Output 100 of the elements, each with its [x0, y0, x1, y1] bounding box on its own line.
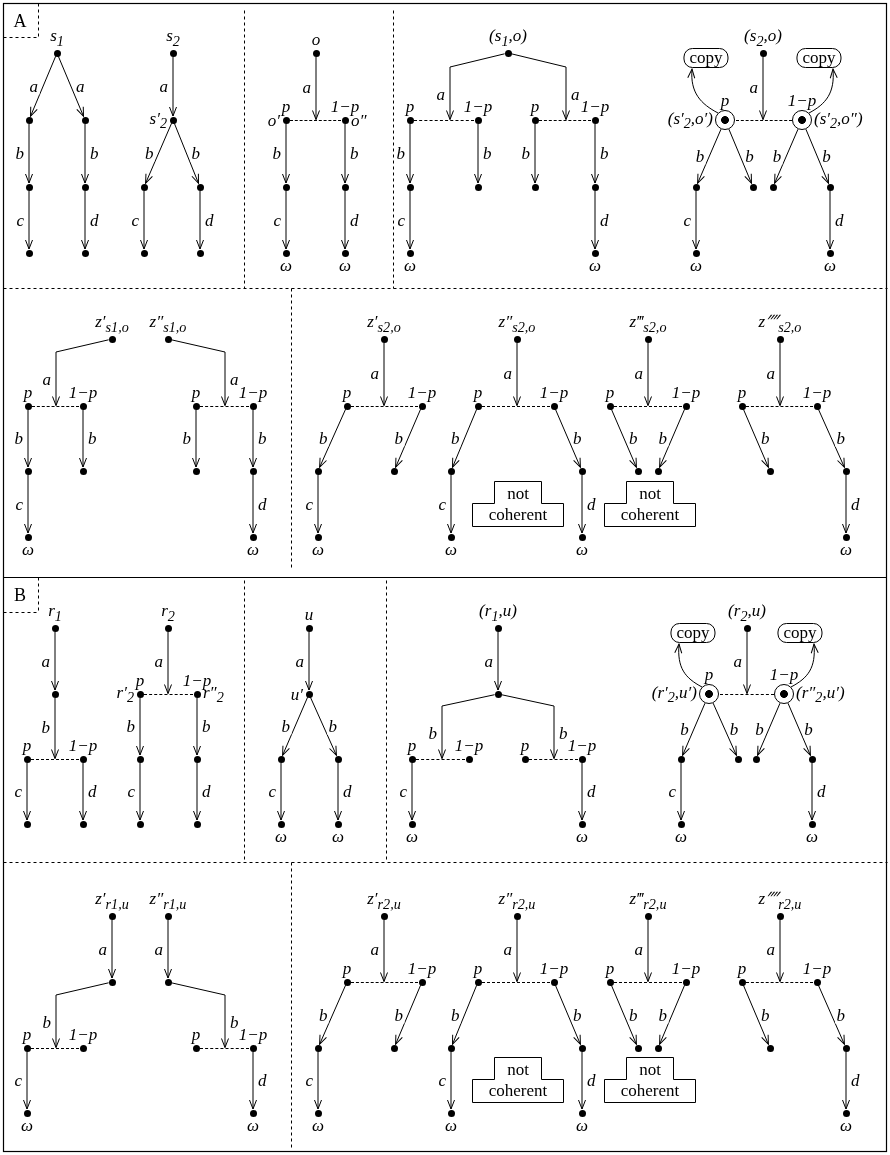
state-dot: [634, 1044, 642, 1052]
arrow: [808, 68, 838, 114]
arrow: [774, 128, 799, 184]
panel-label: B: [14, 586, 26, 604]
state-dot: [249, 1109, 257, 1117]
node-label: 1−p: [68, 384, 98, 401]
arrow: [742, 984, 769, 1045]
state-dot: [408, 755, 416, 763]
state-dot: [826, 183, 834, 191]
arrow: [334, 762, 342, 821]
dashed-branch-line: [200, 1047, 249, 1051]
node-label: ω: [840, 1117, 852, 1134]
state-dot: [23, 755, 31, 763]
arrow: [145, 122, 173, 184]
arrow: [554, 408, 581, 468]
node-label: s$_{1}$: [50, 27, 64, 48]
copy-box: copy: [777, 623, 823, 643]
edge-label: b: [257, 429, 268, 447]
edge-label: d: [850, 495, 861, 513]
arrow: [500, 694, 558, 759]
edge-label: b: [427, 724, 438, 741]
state-dot: [312, 49, 320, 57]
state-dot: [826, 249, 834, 257]
edge-label: b: [41, 1013, 52, 1030]
state-dot: [408, 820, 416, 828]
arrow: [712, 702, 737, 756]
state-dot: [277, 820, 285, 828]
edge-label: b: [771, 147, 783, 165]
state-dot: [738, 402, 746, 410]
state-dot: [749, 183, 757, 191]
arrow: [380, 342, 388, 406]
node-label: ω: [339, 257, 351, 274]
dashed-branch-line: [414, 119, 474, 123]
arrow: [52, 982, 110, 1048]
edge-label: b: [599, 144, 610, 162]
arrow: [408, 762, 416, 821]
node-label: s$_{2}$: [166, 27, 180, 48]
node-label: z‴$_{s2,o}$: [629, 313, 667, 334]
arrow: [757, 702, 781, 756]
node-label: o: [311, 31, 321, 48]
arrow: [447, 474, 455, 534]
arrow: [81, 123, 89, 184]
state-dot: [654, 1044, 662, 1052]
node-label: z″$_{s2,o}$: [498, 313, 536, 334]
node-label: ω: [247, 541, 259, 558]
dashed-branch-line: [144, 693, 193, 697]
edge-label: b: [393, 429, 405, 447]
edge-label: b: [759, 429, 771, 447]
node-label: (s$_{1}$,o): [489, 27, 527, 48]
state-dot: [550, 978, 558, 986]
state-dot: [692, 249, 700, 257]
state-dot: [249, 467, 257, 475]
dashed-branch-line: [32, 405, 79, 409]
state-dot: [842, 1109, 850, 1117]
node-label: 1−p: [68, 737, 98, 754]
state-dot: [81, 183, 89, 191]
not-coherent-box: not coherent: [604, 481, 696, 527]
state-dot: [474, 978, 482, 986]
arrow: [30, 55, 57, 117]
arrow: [578, 762, 586, 821]
node-label: p: [22, 737, 32, 754]
state-dot: [25, 183, 33, 191]
node-label: 1−p: [580, 98, 610, 115]
state-dot: [406, 249, 414, 257]
node-label: ω: [275, 828, 287, 845]
arrow: [438, 694, 496, 759]
arrow: [51, 697, 59, 759]
edge-label: b: [450, 429, 461, 447]
state-dot: [108, 912, 116, 920]
state-dot: [531, 183, 539, 191]
not-coherent-box: not coherent: [472, 481, 564, 527]
node-label: p: [473, 384, 483, 401]
state-dot: [776, 335, 784, 343]
state-dot: [282, 116, 290, 124]
edge-label: b: [657, 429, 669, 447]
arrow: [474, 123, 482, 184]
arrow: [24, 409, 32, 468]
arrow: [842, 474, 850, 534]
node-label: z⁗$_{s2,o}$: [758, 313, 802, 334]
state-dot: [193, 755, 201, 763]
node-label: 1−p: [68, 1026, 98, 1043]
state-dot: [447, 533, 455, 541]
state-dot: [51, 690, 59, 698]
edge-label: b: [125, 717, 136, 735]
circled-state-dot: [699, 684, 719, 704]
edge-label: d: [586, 782, 597, 800]
node-label: ω: [280, 257, 292, 274]
state-dot: [766, 1044, 774, 1052]
edge-label: b: [13, 429, 24, 447]
node-label: p: [704, 666, 714, 683]
dashed-branch-line: [482, 981, 550, 985]
edge-label: b: [40, 718, 51, 735]
state-dot: [249, 1044, 257, 1052]
arrow: [52, 339, 110, 406]
edge-label: b: [694, 147, 706, 165]
node-label: p: [473, 960, 483, 977]
edge-label: b: [318, 1006, 329, 1024]
edge-label: d: [349, 211, 360, 229]
dashed-branch-line: [200, 405, 249, 409]
arrow: [164, 631, 172, 694]
